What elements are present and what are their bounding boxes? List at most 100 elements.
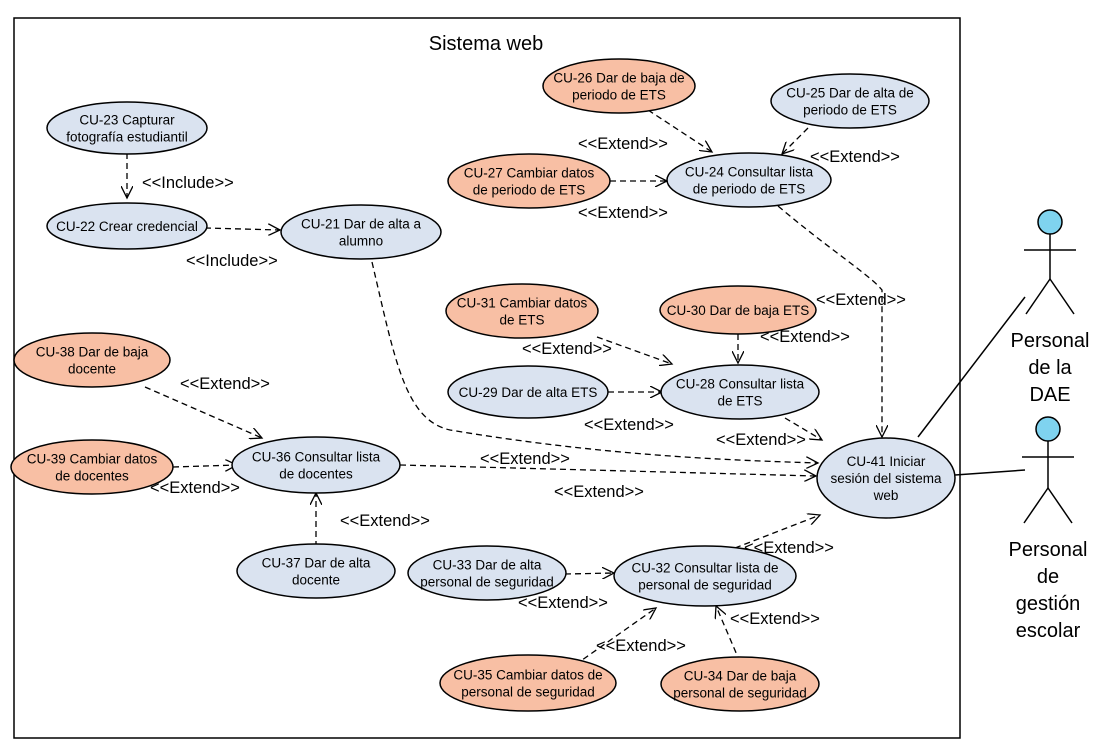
assoc-dae-cu41	[917, 296, 1026, 438]
use-case-label-cu35-1: personal de seguridad	[461, 685, 595, 700]
use-case-ellipse-cu28	[660, 364, 820, 420]
rel-cu39-cu36	[172, 465, 237, 467]
rel-cu21-cu41	[371, 261, 818, 463]
actor-gestion-head	[1035, 416, 1061, 442]
use-case-label-cu28-1: de ETS	[717, 394, 762, 409]
use-case-ellipse-cu32	[613, 545, 797, 607]
rel-cu24-cu41	[777, 205, 882, 437]
use-case-label-cu36-1: de docentes	[279, 467, 353, 482]
rel-cu33-cu32	[564, 573, 614, 574]
actor-gestion-label-line-1: de	[1037, 566, 1059, 588]
use-case-label-cu37-0: CU-37 Dar de alta	[262, 556, 371, 571]
stereo-include-2: <<Include>>	[186, 252, 278, 270]
use-case-label-cu41-1: sesión del sistema	[830, 471, 942, 486]
stereo-extend-5: <<Extend>>	[760, 328, 850, 346]
actor-gestion-leg-left	[1023, 487, 1049, 524]
actor-gestion-label-line-3: escolar	[1016, 620, 1081, 642]
actor-dae-leg-left	[1025, 278, 1051, 315]
use-case-ellipse-cu41	[816, 437, 956, 519]
use-case-label-cu34-1: personal de seguridad	[673, 686, 807, 701]
rel-cu22-cu21	[204, 228, 280, 230]
actor-gestion-label-line-2: gestión	[1016, 593, 1081, 615]
stereo-extend-11: <<Extend>>	[150, 479, 240, 497]
use-case-ellipse-cu25	[770, 73, 930, 129]
use-case-label-cu31-1: de ETS	[499, 313, 544, 328]
use-case-ellipse-cu39	[10, 439, 174, 495]
use-case-label-cu23-0: CU-23 Capturar	[79, 113, 175, 128]
use-case-label-cu31-0: CU-31 Cambiar datos	[457, 296, 588, 311]
use-case-cu35: CU-35 Cambiar datos de personal de seguri…	[439, 654, 617, 712]
system-title: Sistema web	[429, 33, 544, 55]
rel-cu36-cu41	[399, 464, 816, 476]
use-case-label-cu22-0: CU-22 Crear credencial	[56, 219, 198, 234]
rel-cu35-cu32	[574, 608, 656, 666]
rel-cu32-cu41	[734, 515, 820, 549]
use-case-label-cu21-0: CU-21 Dar de alta a	[301, 217, 422, 232]
actor-dae-label-line-1: de la	[1028, 357, 1072, 379]
stereo-include-1: <<Include>>	[142, 174, 234, 192]
actor-gestion-label-line-0: Personal	[1009, 539, 1088, 561]
actor-dae-label-line-2: DAE	[1029, 384, 1070, 406]
actor-personal-gestion: Personal de gestión escolar	[1009, 416, 1088, 642]
use-case-ellipse-cu38	[13, 332, 171, 388]
use-case-cu31: CU-31 Cambiar datos de ETS	[445, 283, 599, 339]
stereo-extend-13: <<Extend>>	[340, 512, 430, 530]
use-case-label-cu24-0: CU-24 Consultar lista	[685, 165, 814, 180]
stereo-extend-12: <<Extend>>	[554, 483, 644, 501]
use-case-cu22: CU-22 Crear credencial	[46, 202, 208, 250]
use-case-ellipse-cu21	[280, 204, 442, 260]
use-case-ellipse-cu26	[542, 58, 696, 114]
actor-dae-label-line-0: Personal	[1011, 330, 1090, 352]
stereo-extend-6: <<Extend>>	[522, 340, 612, 358]
rel-cu34-cu32	[716, 606, 741, 663]
use-case-label-cu41-2: web	[873, 488, 899, 503]
stereo-extend-17: <<Extend>>	[596, 637, 686, 655]
actor-gestion-label: Personal de gestión escolar	[1009, 539, 1088, 642]
use-case-label-cu39-0: CU-39 Cambiar datos	[27, 452, 158, 467]
stereo-extend-15: <<Extend>>	[518, 594, 608, 612]
stereo-extend-10: <<Extend>>	[480, 450, 570, 468]
use-case-label-cu24-1: de periodo de ETS	[693, 182, 806, 197]
use-case-label-cu25-0: CU-25 Dar de alta de	[786, 86, 914, 101]
actor-personal-dae: Personal de la DAE	[1011, 209, 1090, 406]
use-case-cu29: CU-29 Dar de alta ETS	[447, 365, 609, 419]
actor-dae-head	[1037, 209, 1063, 235]
use-case-label-cu38-0: CU-38 Dar de baja	[36, 345, 149, 360]
stereo-extend-7: <<Extend>>	[180, 375, 270, 393]
relationships	[127, 109, 882, 666]
use-case-cu41: CU-41 Iniciar sesión del sistema web	[816, 437, 956, 519]
actor-dae-leg-right	[1049, 278, 1075, 315]
use-case-label-cu35-0: CU-35 Cambiar datos de	[453, 668, 602, 683]
use-case-ellipse-cu29	[447, 365, 609, 419]
use-case-label-cu34-0: CU-34 Dar de baja	[684, 669, 797, 684]
use-case-ellipse-cu30	[659, 285, 817, 335]
use-case-label-cu32-0: CU-32 Consultar lista de	[631, 561, 778, 576]
use-case-label-cu33-1: personal de seguridad	[420, 575, 554, 590]
rel-cu31-cu28	[596, 336, 672, 364]
rel-cu26-cu24	[647, 109, 712, 152]
rel-cu38-cu36	[144, 386, 262, 438]
use-case-ellipse-cu36	[231, 436, 401, 494]
use-case-label-cu29-0: CU-29 Dar de alta ETS	[459, 385, 598, 400]
use-case-label-cu25-1: periodo de ETS	[803, 103, 897, 118]
stereo-extend-4: <<Extend>>	[816, 291, 906, 309]
use-case-label-cu38-1: docente	[68, 362, 116, 377]
use-case-label-cu27-1: de periodo de ETS	[473, 183, 586, 198]
use-case-label-cu41-0: CU-41 Iniciar	[847, 454, 926, 469]
use-case-cu24: CU-24 Consultar lista de periodo de ETS	[666, 152, 832, 208]
stereo-extend-8: <<Extend>>	[584, 416, 674, 434]
use-case-label-cu30-0: CU-30 Dar de baja ETS	[667, 303, 810, 318]
use-case-ellipse-cu35	[439, 654, 617, 712]
use-case-label-cu26-1: periodo de ETS	[572, 88, 666, 103]
assoc-gestion-cu41	[954, 469, 1026, 476]
use-case-cu34: CU-34 Dar de baja personal de seguridad	[660, 656, 820, 712]
